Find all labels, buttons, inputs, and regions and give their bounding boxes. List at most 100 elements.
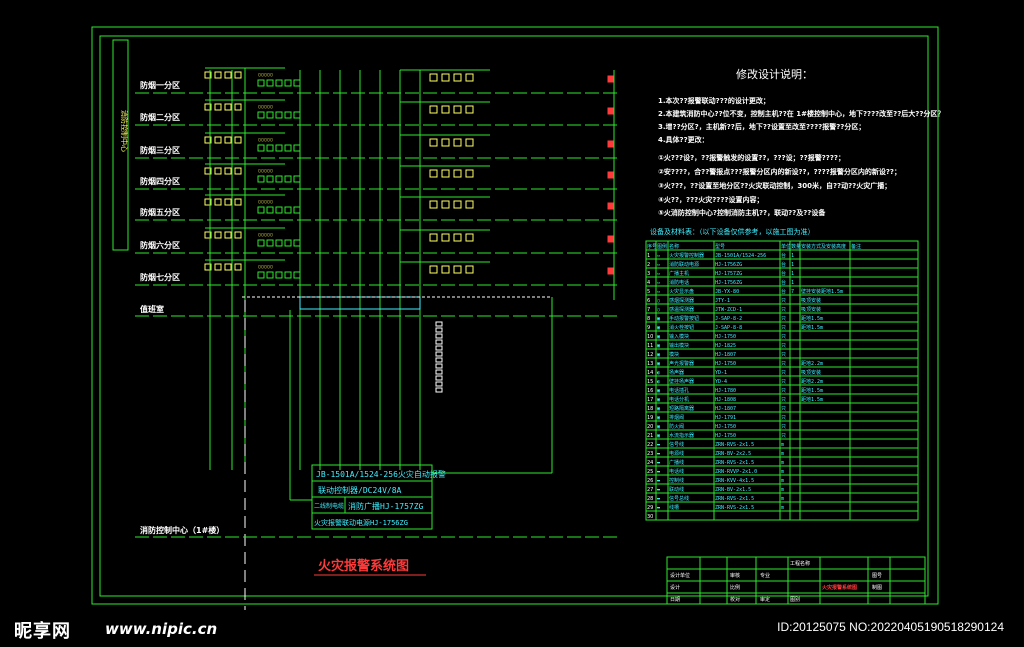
table-cell: 感烟探测器 (669, 297, 694, 304)
table-cell: 壁挂扬声器 (669, 378, 694, 385)
panel-line3a: 二线制电缆 (314, 502, 344, 510)
table-cell: ◐ (657, 370, 660, 376)
device-symbol (465, 73, 474, 82)
table-cell: 29 (647, 505, 653, 511)
site-logo[interactable]: 昵享网 (14, 621, 71, 642)
device-symbol (465, 105, 474, 114)
table-cell: ▭ (657, 280, 660, 286)
module-symbol (284, 144, 292, 152)
table-cell: HJ-1825 (715, 343, 736, 349)
device-symbol (204, 167, 212, 175)
title-block-cell: 设计 (670, 584, 680, 591)
device-symbol (224, 136, 232, 144)
note-line: ①火???设?，??报警触发的设置??，???设；??报警????； (658, 153, 845, 162)
table-cell: ZRN-RVS-2x1.5 (715, 442, 754, 448)
image-id: ID:20125075 NO:20220405190518290124 (777, 620, 1004, 634)
table-cell: 只 (781, 415, 786, 421)
module-symbol (284, 206, 292, 214)
module-symbol (275, 79, 283, 87)
device-symbol (214, 103, 222, 111)
module-symbol (275, 144, 283, 152)
table-cell: HJ-1808 (715, 397, 736, 403)
table-cell: 电话插孔 (669, 387, 689, 394)
device-symbol (429, 200, 438, 209)
device-symbol (429, 73, 438, 82)
table-cell: HJ-1807 (715, 352, 736, 358)
table-cell: 只 (781, 298, 786, 304)
table-cell: 短路隔离器 (669, 405, 694, 412)
table-cell: ZRN-BV-2x1.5 (715, 487, 751, 493)
table-cell: HJ-1757ZG (715, 271, 742, 277)
device-symbol (224, 231, 232, 239)
module-symbol (257, 239, 265, 247)
table-cell: 只 (781, 370, 786, 376)
device-symbol (214, 263, 222, 271)
table-cell: ▣ (657, 397, 660, 403)
title-block-cell: 图号 (872, 573, 882, 579)
device-symbol (465, 200, 474, 209)
table-cell: 7 (647, 307, 650, 313)
module-symbol (284, 239, 292, 247)
table-cell: 输入模块 (669, 333, 689, 340)
device-symbol (234, 198, 242, 206)
table-cell: 15 (647, 379, 653, 385)
site-url[interactable]: www.nipic.cn (105, 620, 218, 638)
panel-line2: 联动控制器/DC24V/8A (318, 485, 402, 495)
table-header: 图例 (657, 243, 667, 250)
device-symbol (441, 233, 450, 242)
table-cell: ◯ (657, 298, 660, 304)
table-cell: JB-YX-80 (715, 289, 739, 295)
table-cell: 8 (647, 316, 650, 322)
notes-lines: 1.本次??报警联动???的设计更改；2.本建筑消防中心??位不变，控制主机??… (658, 96, 944, 217)
table-cell: ▭ (657, 289, 660, 295)
title-block: 工程名称设计单位审核图号设计比例制图日期校对图别火灾报警系统图专业审定 (666, 556, 926, 605)
table-cell: ▬ (657, 460, 660, 466)
table-cell: 台 (781, 279, 786, 286)
red-device (607, 202, 615, 210)
table-cell: 吸顶安装 (801, 369, 821, 376)
table-cell: ▣ (657, 325, 660, 331)
table-cell: ▬ (657, 478, 660, 484)
red-device (607, 171, 615, 179)
table-cell: 电源线 (669, 450, 684, 457)
table-cell: 消火栓按钮 (669, 324, 694, 331)
table-cell: 电话线 (669, 468, 684, 475)
table-cell: 23 (647, 451, 653, 457)
table-cell: HJ-1791 (715, 415, 736, 421)
table-cell: 只 (781, 433, 786, 439)
title-block-cell: 审核 (730, 572, 740, 579)
device-symbol (214, 198, 222, 206)
table-cell: ▭ (657, 271, 660, 277)
device-symbol (204, 231, 212, 239)
zone-label: 防烟一分区 (140, 80, 180, 90)
device-symbol (441, 169, 450, 178)
device-symbol (214, 136, 222, 144)
module-symbol (275, 271, 283, 279)
table-cell: 27 (647, 487, 653, 493)
table-cell: 28 (647, 496, 653, 502)
table-cell: ▬ (657, 487, 660, 493)
table-cell: m (781, 478, 784, 484)
table-cell: m (781, 469, 784, 475)
zone-label: 防烟七分区 (140, 272, 180, 282)
device-symbol (429, 169, 438, 178)
table-cell: 只 (781, 406, 786, 412)
module-symbol (266, 271, 274, 279)
table-cell: 17 (647, 397, 653, 403)
table-cell: ZRN-RVVP-2x1.0 (715, 469, 757, 475)
table-cell: 22 (647, 442, 653, 448)
panel-line4: 火灾报警联动电源HJ-1756ZG (314, 518, 408, 527)
table-cell: HJ-1756ZG (715, 262, 742, 268)
zone-label: 防烟三分区 (140, 145, 180, 155)
table-cell: m (781, 496, 784, 502)
table-cell: ▬ (657, 442, 660, 448)
table-cell: YD-4 (715, 379, 727, 385)
module-label: ▯▯▯▯▯ (258, 168, 273, 174)
title-block-cell: 日期 (670, 597, 680, 603)
table-cell: JTW-ZCD-1 (715, 307, 742, 313)
device-symbol (214, 71, 222, 79)
table-header: 备注 (851, 243, 861, 250)
terminal-box (435, 345, 443, 351)
table-cell: HJ-1807 (715, 406, 736, 412)
